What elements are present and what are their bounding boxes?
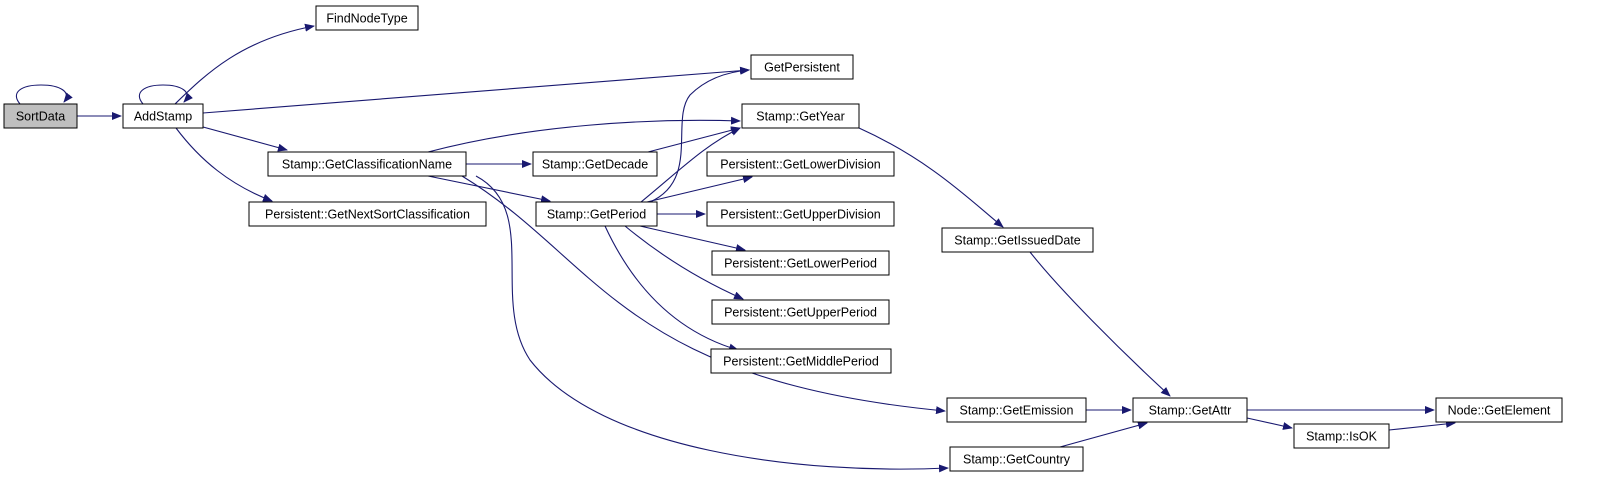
node-label: Stamp::GetYear <box>756 110 844 124</box>
edge-get-country-to-get-attr <box>1059 421 1148 448</box>
node-box <box>706 201 895 227</box>
node-box <box>706 151 895 177</box>
edge-add-stamp-to-find-node-type <box>174 23 315 105</box>
node-is-ok[interactable]: Stamp::IsOK <box>1293 423 1390 449</box>
node-box <box>741 103 860 129</box>
node-get-upper-division[interactable]: Persistent::GetUpperDivision <box>706 201 895 227</box>
node-box <box>710 348 892 374</box>
node-label: Node::GetElement <box>1448 404 1551 418</box>
node-label: Persistent::GetUpperPeriod <box>724 306 877 320</box>
node-add-stamp[interactable]: AddStamp <box>122 103 204 129</box>
node-box <box>949 446 1084 472</box>
node-label: FindNodeType <box>326 12 407 26</box>
node-box <box>315 5 419 31</box>
node-get-lower-division[interactable]: Persistent::GetLowerDivision <box>706 151 895 177</box>
node-label: Persistent::GetMiddlePeriod <box>723 355 879 369</box>
edge-get-classification-name-to-get-emission <box>461 175 946 415</box>
node-box <box>248 201 487 227</box>
node-get-year[interactable]: Stamp::GetYear <box>741 103 860 129</box>
node-box <box>122 103 204 129</box>
edge-get-period-to-get-middle-period <box>604 225 739 352</box>
node-get-attr[interactable]: Stamp::GetAttr <box>1132 397 1248 423</box>
edge-get-period-to-get-upper-period <box>624 225 744 300</box>
node-box <box>3 103 78 129</box>
node-box <box>1293 423 1390 449</box>
edge-get-period-to-get-year <box>640 127 741 203</box>
edge-get-classification-name-to-get-country <box>475 175 949 473</box>
node-box <box>535 201 658 227</box>
edge-add-stamp-to-get-persistent <box>202 66 750 114</box>
node-label: Stamp::GetCountry <box>963 453 1071 467</box>
node-box <box>1132 397 1248 423</box>
node-label: Persistent::GetLowerPeriod <box>724 257 877 271</box>
edge-is-ok-to-get-element <box>1388 419 1456 431</box>
node-box <box>532 151 658 177</box>
node-sort-data[interactable]: SortData <box>3 103 78 129</box>
node-box <box>750 54 854 80</box>
node-label: Stamp::GetAttr <box>1149 404 1232 418</box>
node-get-lower-period[interactable]: Persistent::GetLowerPeriod <box>711 250 890 276</box>
edge-add-stamp-to-get-classification-name <box>202 126 288 152</box>
node-get-country[interactable]: Stamp::GetCountry <box>949 446 1084 472</box>
edge-sort-data-to-sort-data <box>15 84 73 105</box>
node-get-next-sort-classification[interactable]: Persistent::GetNextSortClassification <box>248 201 487 227</box>
edge-get-period-to-get-lower-period <box>639 225 746 252</box>
node-box <box>1435 397 1563 423</box>
edge-get-issued-date-to-get-attr <box>1029 251 1171 397</box>
node-box <box>267 151 467 177</box>
edge-get-period-to-get-lower-division <box>646 175 753 203</box>
node-get-middle-period[interactable]: Persistent::GetMiddlePeriod <box>710 348 892 374</box>
edge-get-attr-to-is-ok <box>1246 417 1293 430</box>
edges-layer <box>15 23 1456 473</box>
node-label: GetPersistent <box>764 61 840 75</box>
edge-get-classification-name-to-get-year <box>427 116 741 153</box>
node-box <box>946 397 1087 423</box>
node-label: Stamp::GetPeriod <box>547 208 646 222</box>
nodes-layer: SortData AddStamp FindNodeTypeGetPersisten… <box>3 5 1563 472</box>
node-label: Stamp::GetDecade <box>542 158 648 172</box>
node-label: Stamp::GetIssuedDate <box>954 234 1081 248</box>
node-get-issued-date[interactable]: Stamp::GetIssuedDate <box>941 227 1094 253</box>
node-label: Stamp::GetClassificationName <box>282 158 452 172</box>
node-box <box>711 250 890 276</box>
node-label: Stamp::IsOK <box>1306 430 1378 444</box>
node-get-classification-name[interactable]: Stamp::GetClassificationName <box>267 151 467 177</box>
edge-get-decade-to-get-year <box>647 126 741 153</box>
node-get-decade[interactable]: Stamp::GetDecade <box>532 151 658 177</box>
edge-get-period-to-get-persistent <box>649 66 750 203</box>
node-label: SortData <box>16 110 65 124</box>
node-get-emission[interactable]: Stamp::GetEmission <box>946 397 1087 423</box>
node-find-node-type[interactable]: FindNodeType <box>315 5 419 31</box>
edge-get-year-to-get-issued-date <box>858 127 1004 228</box>
node-label: Persistent::GetUpperDivision <box>720 208 881 222</box>
edge-add-stamp-to-get-next-sort-classification <box>175 127 273 202</box>
edge-get-classification-name-to-get-period <box>427 175 551 204</box>
node-label: Stamp::GetEmission <box>960 404 1074 418</box>
node-get-element[interactable]: Node::GetElement <box>1435 397 1563 423</box>
node-box <box>711 299 890 325</box>
node-box <box>941 227 1094 253</box>
node-get-persistent[interactable]: GetPersistent <box>750 54 854 80</box>
edge-add-stamp-to-add-stamp <box>138 84 193 105</box>
node-label: AddStamp <box>134 110 192 124</box>
node-label: Persistent::GetLowerDivision <box>720 158 881 172</box>
node-label: Persistent::GetNextSortClassification <box>265 208 470 222</box>
node-get-upper-period[interactable]: Persistent::GetUpperPeriod <box>711 299 890 325</box>
node-get-period[interactable]: Stamp::GetPeriod <box>535 201 658 227</box>
